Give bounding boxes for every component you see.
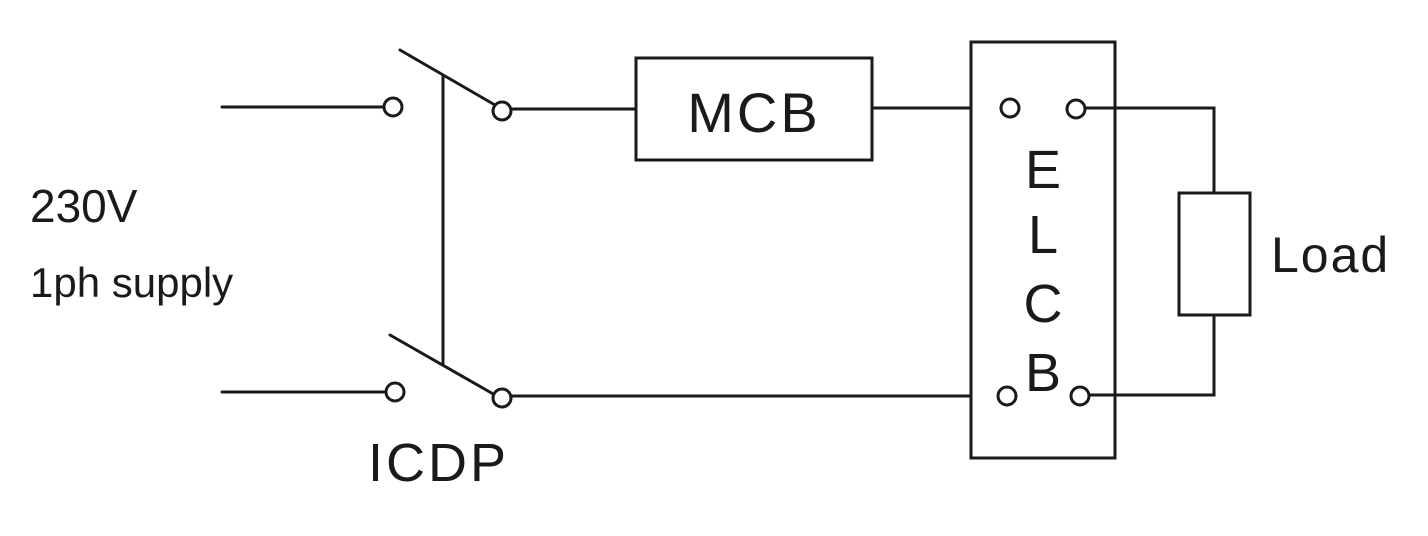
load-resistor [1177,191,1252,317]
icdp-upper-blade [398,48,497,107]
elcb-letter-b: B [1025,343,1061,403]
elcb-letter-l: L [1028,205,1058,265]
mcb-box [634,56,874,162]
icdp-upper-input-terminal [382,96,404,118]
supply-voltage-label: 230V [30,180,138,232]
icdp-upper-output-terminal [491,100,513,122]
icdp-label: ICDP [368,433,509,493]
elcb-upper-input-terminal [999,97,1021,119]
elcb-lower-input-terminal [996,385,1018,407]
load-label: Load [1271,227,1390,283]
elcb-letter-e: E [1025,140,1061,200]
icdp-lower-input-terminal [384,381,406,403]
mcb-label: MCB [687,81,820,144]
supply-phase-label: 1ph supply [30,259,233,306]
icdp-switch [382,48,513,409]
wire-elcb-to-load-upper [1083,106,1216,195]
elcb-letter-c: C [1024,274,1063,334]
icdp-lower-output-terminal [491,387,513,409]
wire-load-to-elcb-lower [1087,313,1216,397]
elcb-upper-output-terminal [1065,98,1087,120]
elcb-lower-output-terminal [1069,385,1091,407]
elcb-box [969,40,1117,460]
